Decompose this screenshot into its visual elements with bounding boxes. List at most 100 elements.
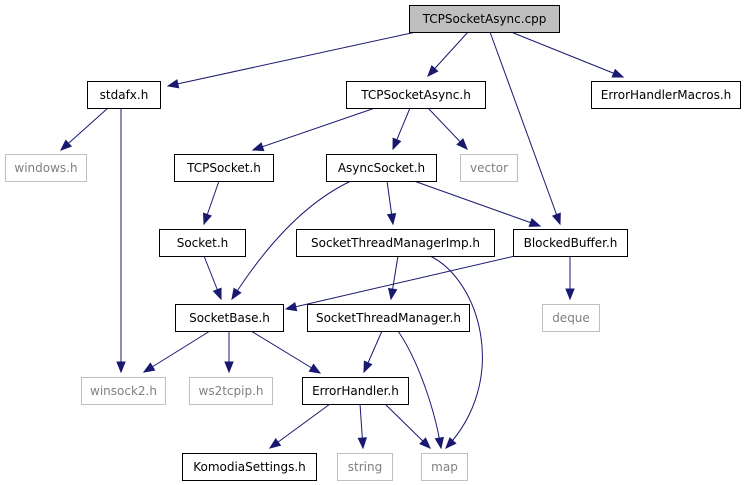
- arrowhead-blockedbuffer-h-to-socketbase-h: [284, 302, 298, 312]
- nodes-layer: TCPSocketAsync.cpp stdafx.h TCPSocketAsync…: [5, 5, 741, 481]
- node-box: [159, 229, 246, 257]
- edge-errorhandler-h-to-komodiasettings-h: [269, 403, 331, 449]
- node-winsock2-h: winsock2.h: [81, 377, 166, 405]
- node-label: stdafx.h: [100, 88, 149, 102]
- node-box: [409, 5, 560, 33]
- node-windows-h: windows.h: [5, 154, 87, 182]
- node-label: winsock2.h: [90, 384, 157, 398]
- arrowhead-stdafx-h-to-winsock2-h: [116, 361, 126, 374]
- node-tcpsocketasync-h[interactable]: TCPSocketAsync.h: [346, 81, 486, 109]
- arrowhead-socketbase-h-to-ws2tcpip-h: [224, 361, 234, 374]
- edge-socketthreadmanager-h-to-map: [397, 330, 442, 449]
- arrowhead-errorhandler-h-to-map: [419, 437, 431, 449]
- edge-tcpsocketasync-h-to-tcpsocket-h: [252, 107, 376, 151]
- edge-asyncsocket-h-to-blockedbuffer-h: [413, 180, 541, 227]
- node-errorhandler-h[interactable]: ErrorHandler.h: [302, 377, 409, 405]
- node-label: deque: [552, 311, 590, 325]
- node-label: TCPSocketAsync.cpp: [422, 12, 547, 26]
- node-socketbase-h[interactable]: SocketBase.h: [175, 304, 284, 332]
- arrowhead-errorhandler-h-to-string: [357, 437, 368, 450]
- arrowhead-socketthreadmanagerimp-h-to-socketthreadmanager-h: [388, 287, 398, 301]
- node-socketthreadmanager-h[interactable]: SocketThreadManager.h: [307, 304, 470, 332]
- arrowhead-socketbase-h-to-errorhandler-h: [308, 363, 322, 374]
- node-socketthreadmanagerimp-h[interactable]: SocketThreadManagerImp.h: [296, 229, 495, 257]
- arrowhead-tcpsocketasync-h-to-vector: [456, 138, 468, 150]
- arrowhead-asyncsocket-h-to-socketbase-h: [231, 287, 242, 301]
- arrowhead-blockedbuffer-h-to-deque: [565, 288, 575, 301]
- node-label: map: [431, 460, 458, 474]
- node-vector: vector: [460, 154, 518, 182]
- arrowhead-socketthreadmanager-h-to-map: [434, 436, 444, 450]
- node-label: BlockedBuffer.h: [524, 236, 618, 250]
- edge-blockedbuffer-h-to-socketbase-h: [285, 255, 516, 310]
- node-box: [346, 81, 486, 109]
- node-label: KomodiaSettings.h: [193, 460, 306, 474]
- edge-socketbase-h-to-winsock2-h: [143, 330, 211, 373]
- node-deque: deque: [542, 304, 600, 332]
- arrowhead-socket-h-to-socketbase-h: [212, 287, 222, 301]
- node-blockedbuffer-h[interactable]: BlockedBuffer.h: [513, 229, 628, 257]
- node-box: [591, 81, 741, 109]
- arrowhead-tcpsocketasync-h-to-asyncsocket-h: [392, 137, 402, 151]
- edge-tcpsocketasync-cpp-to-errorhandlermacros-h: [510, 31, 624, 78]
- node-box: [513, 229, 628, 257]
- node-label: SocketThreadManagerImp.h: [311, 236, 480, 250]
- node-label: ws2tcpip.h: [199, 384, 264, 398]
- node-box: [81, 377, 166, 405]
- node-label: ErrorHandler.h: [312, 384, 399, 398]
- node-box: [296, 229, 495, 257]
- node-box: [421, 453, 468, 481]
- arrowhead-tcpsocketasync-h-to-tcpsocket-h: [251, 142, 265, 152]
- node-box: [302, 377, 409, 405]
- node-tcpsocket-h[interactable]: TCPSocket.h: [174, 154, 274, 182]
- edge-tcpsocketasync-cpp-to-stdafx-h: [167, 31, 417, 87]
- node-label: ErrorHandlerMacros.h: [601, 88, 732, 102]
- node-tcpsocketasync-cpp[interactable]: TCPSocketAsync.cpp: [409, 5, 560, 33]
- node-label: vector: [470, 161, 508, 175]
- node-string: string: [337, 453, 393, 481]
- arrowhead-asyncsocket-h-to-blockedbuffer-h: [528, 218, 542, 227]
- arrowhead-errorhandler-h-to-komodiasettings-h: [268, 437, 282, 449]
- edge-tcpsocketasync-cpp-to-blockedbuffer-h: [489, 31, 561, 225]
- node-komodiasettings-h[interactable]: KomodiaSettings.h: [182, 453, 317, 481]
- edge-asyncsocket-h-to-socketbase-h: [231, 180, 352, 300]
- edges-layer: [59, 31, 625, 450]
- node-box: [337, 453, 393, 481]
- node-box: [542, 304, 600, 332]
- arrowhead-socketthreadmanager-h-to-errorhandler-h: [363, 360, 373, 374]
- arrowhead-tcpsocket-h-to-socket-h: [202, 212, 212, 226]
- arrowhead-socketbase-h-to-winsock2-h: [142, 362, 156, 373]
- arrowhead-tcpsocketasync-cpp-to-blockedbuffer-h: [551, 212, 561, 226]
- node-label: AsyncSocket.h: [338, 161, 425, 175]
- node-ws2tcpip-h: ws2tcpip.h: [189, 377, 273, 405]
- node-stdafx-h[interactable]: stdafx.h: [87, 81, 161, 109]
- node-box: [175, 304, 284, 332]
- node-map: map: [421, 453, 468, 481]
- node-label: windows.h: [14, 161, 77, 175]
- node-asyncsocket-h[interactable]: AsyncSocket.h: [326, 154, 437, 182]
- node-label: string: [348, 460, 382, 474]
- arrowhead-stdafx-h-to-windows-h: [59, 139, 72, 151]
- arrowhead-tcpsocketasync-cpp-to-stdafx-h: [166, 79, 180, 89]
- node-label: TCPSocket.h: [186, 161, 261, 175]
- node-label: SocketThreadManager.h: [316, 311, 461, 325]
- edge-socketbase-h-to-errorhandler-h: [250, 330, 321, 374]
- arrowhead-tcpsocketasync-cpp-to-tcpsocketasync-h: [427, 65, 439, 77]
- node-box: [189, 377, 273, 405]
- arrowhead-tcpsocketasync-cpp-to-errorhandlermacros-h: [611, 68, 625, 78]
- node-box: [460, 154, 518, 182]
- edge-socketthreadmanagerimp-h-to-map: [429, 255, 483, 449]
- node-box: [182, 453, 317, 481]
- node-box: [307, 304, 470, 332]
- node-label: TCPSocketAsync.h: [360, 88, 471, 102]
- arrowhead-asyncsocket-h-to-socketthreadmanagerimp-h: [386, 212, 397, 226]
- node-box: [5, 154, 87, 182]
- node-errorhandlermacros-h[interactable]: ErrorHandlerMacros.h: [591, 81, 741, 109]
- edge-stdafx-h-to-windows-h: [60, 107, 109, 151]
- node-box: [87, 81, 161, 109]
- node-label: Socket.h: [177, 236, 229, 250]
- node-socket-h[interactable]: Socket.h: [159, 229, 246, 257]
- node-box: [174, 154, 274, 182]
